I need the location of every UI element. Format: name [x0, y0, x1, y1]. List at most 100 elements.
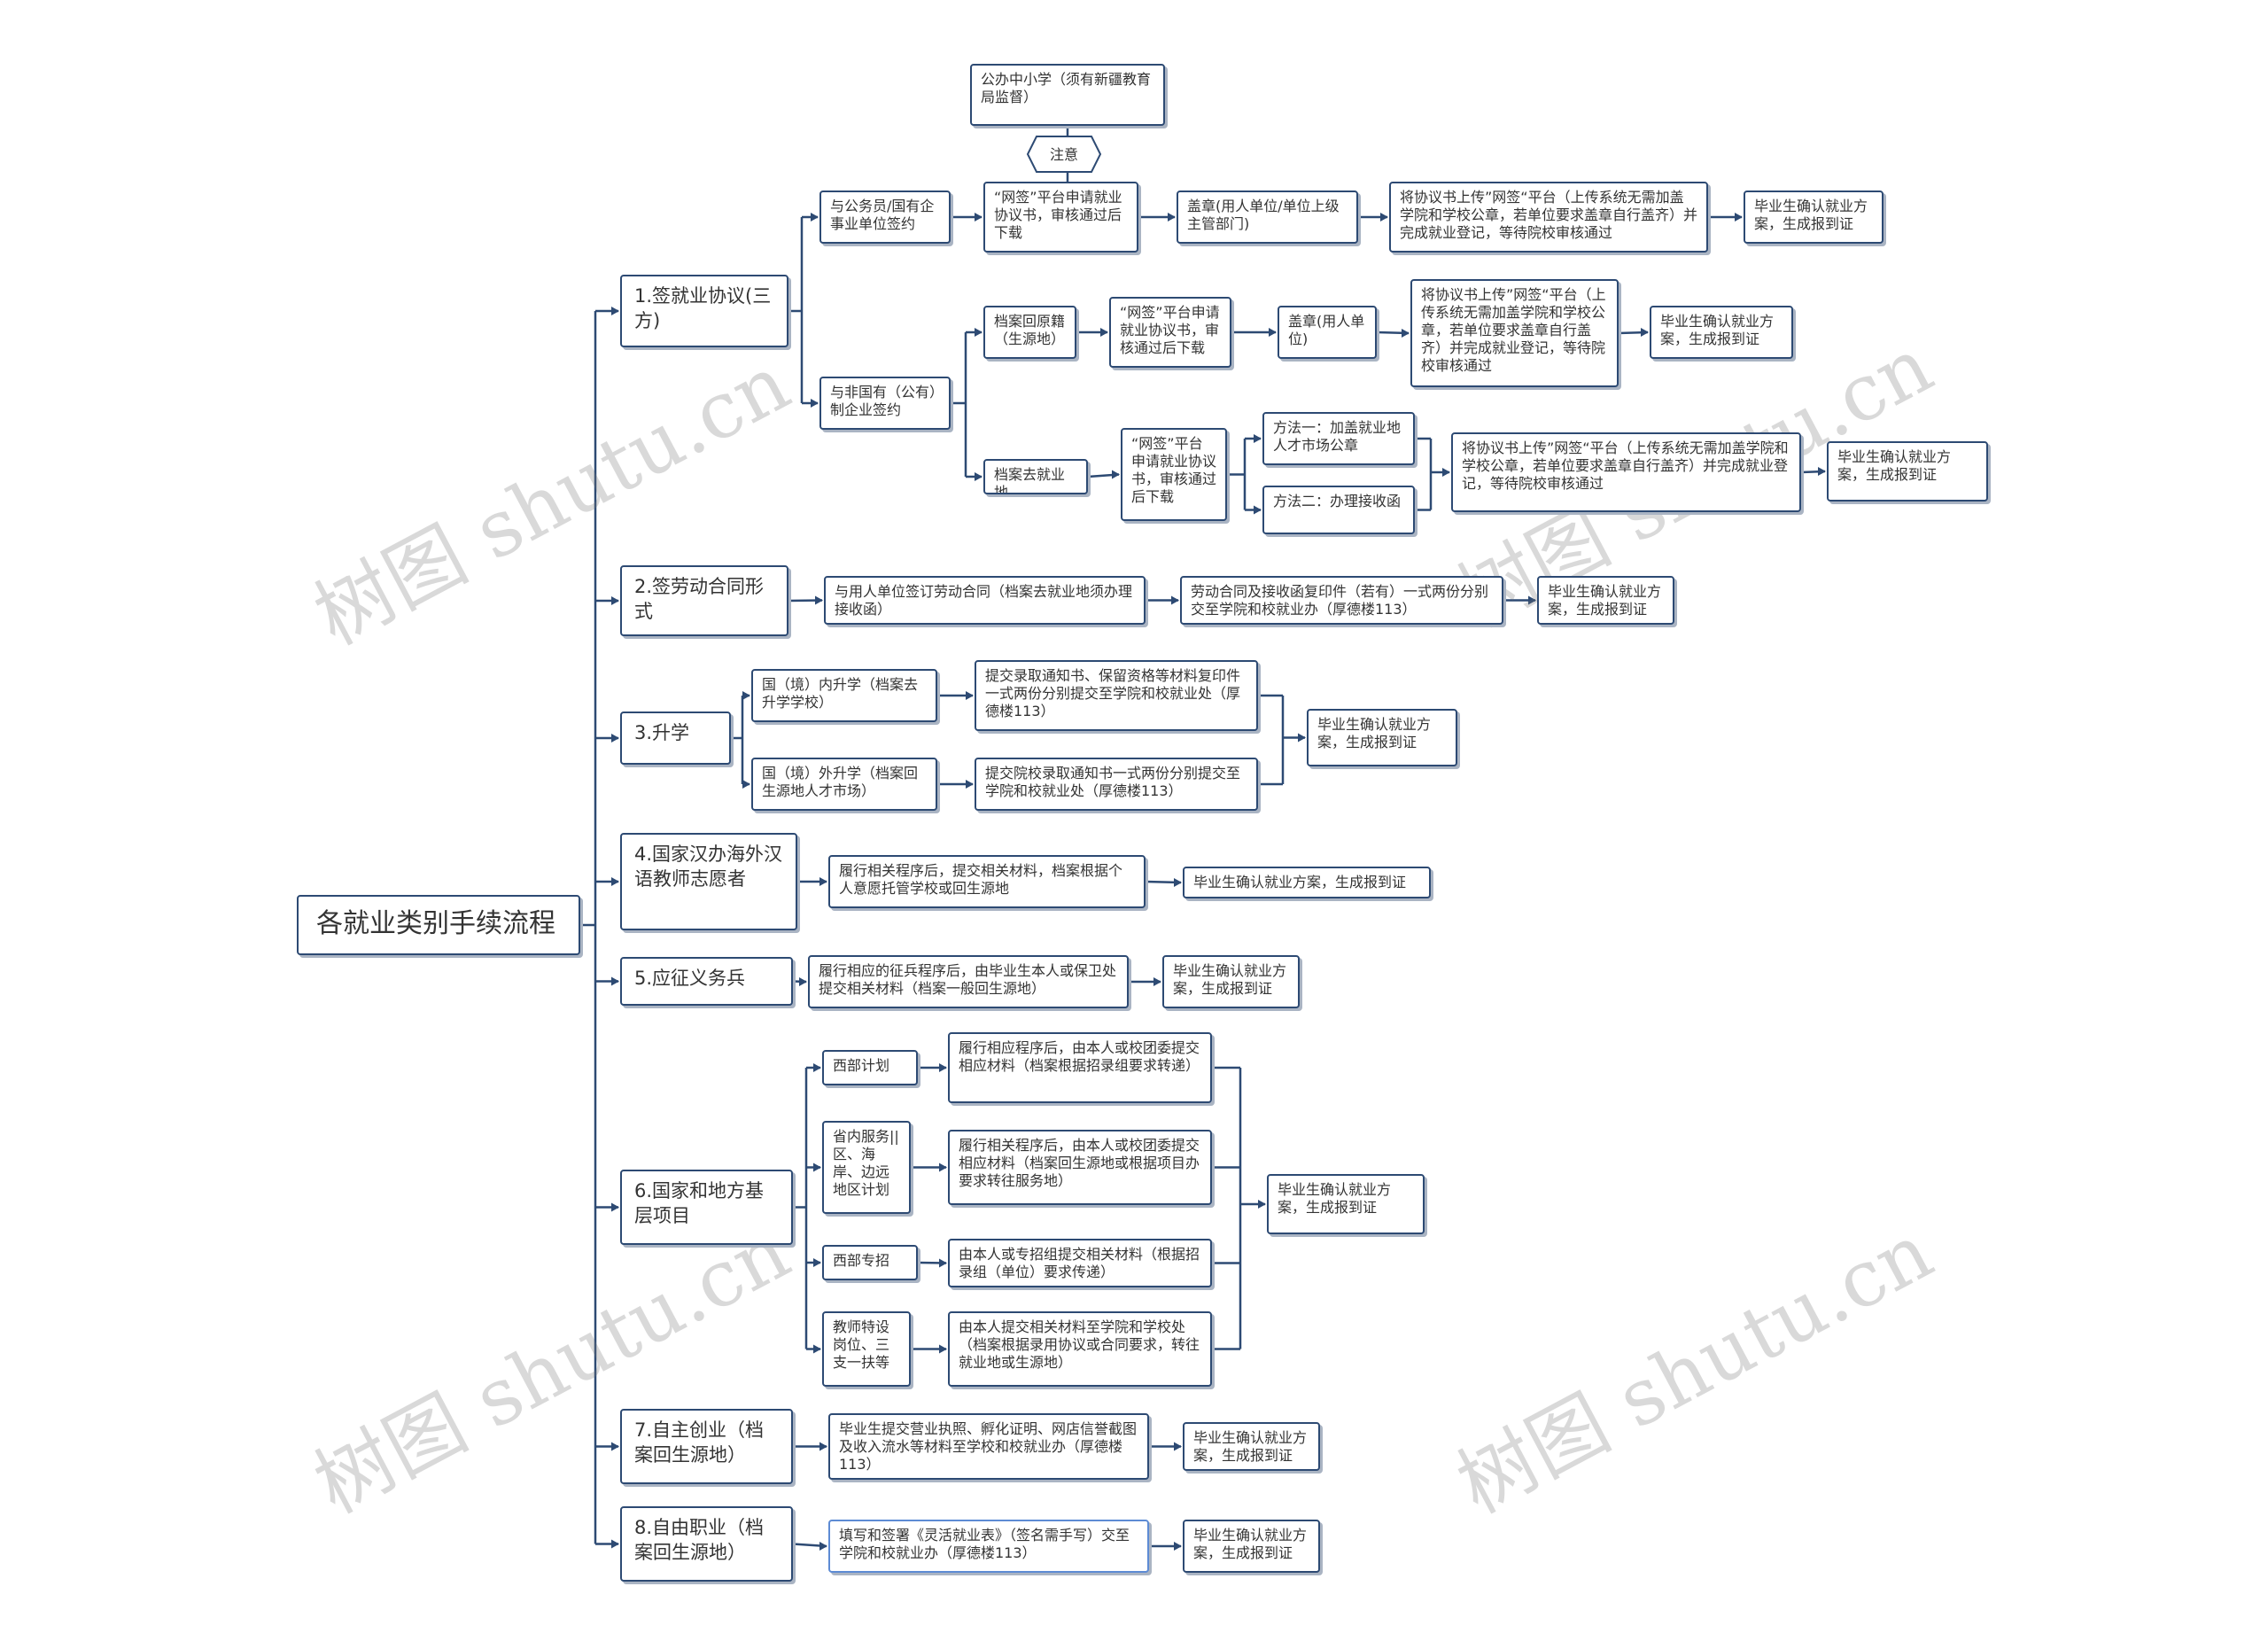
node-apply-agreement[interactable]: “网签”平台申请就业协议书，审核通过后下载 [1109, 297, 1231, 368]
arrow-head [1269, 328, 1277, 337]
node-submit-materials[interactable]: 由本人或专招组提交相关材料（根据招录组（单位）要求传递） [948, 1239, 1212, 1287]
node-confirm-plan[interactable]: 毕业生确认就业方案，生成报到证 [1267, 1174, 1425, 1234]
node-note-school[interactable]: 公办中小学（须有新疆教育局监督） [970, 64, 1165, 126]
node-confirm-plan[interactable]: 毕业生确认就业方案，生成报到证 [1744, 191, 1884, 244]
node-label: 毕业生提交营业执照、孵化证明、网店信誉截图及收入流水等材料至学校和校就业办（厚德… [839, 1420, 1138, 1473]
arrow-head [742, 691, 750, 700]
node-confirm-plan[interactable]: 毕业生确认就业方案，生成报到证 [1162, 955, 1300, 1008]
arrow-head [611, 877, 619, 886]
arrow-head [611, 1539, 619, 1549]
arrow-head [975, 328, 983, 337]
node-submit-materials[interactable]: 由本人提交相关材料至学院和学校处（档案根据录用协议或合同要求，转往就业地或生源地… [948, 1311, 1212, 1387]
arrow-head [815, 595, 823, 605]
note-tag-badge[interactable]: 注意 [1026, 135, 1102, 174]
arrow-head [1818, 467, 1826, 476]
node-submit-admission[interactable]: 提交院校录取通知书一式两份分别提交至学院和校就业处（厚德楼113） [975, 758, 1258, 811]
arrow-head [611, 307, 619, 315]
node-label: 履行相应程序后，由本人或校团委提交相应材料（档案根据招录组要求转递） [959, 1039, 1200, 1074]
arrow-head [813, 1163, 821, 1172]
arrow-head [611, 596, 619, 605]
branch-labor-contract[interactable]: 2.签劳动合同形式 [620, 565, 788, 636]
node-confirm-plan[interactable]: 毕业生确认就业方案，生成报到证 [1307, 709, 1457, 766]
arrow-head [1258, 1200, 1266, 1209]
node-provincial-plan[interactable]: 省内服务||区、海岸、边远地区计划 [822, 1121, 911, 1214]
node-label: 将协议书上传”网签“平台（上传系统无需加盖学院和学校公章，若单位要求盖章自行盖齐… [1400, 189, 1698, 241]
arrow-head [819, 877, 827, 886]
node-label: 提交院校录取通知书一式两份分别提交至学院和校就业处（厚德楼113） [985, 765, 1241, 799]
node-method-one[interactable]: 方法一：加盖就业地人才市场公章 [1262, 412, 1415, 465]
node-private-unit-sign[interactable]: 与非国有（公有）制企业签约 [819, 377, 951, 430]
root-label: 各就业类别手续流程 [316, 908, 555, 939]
arrow-head [611, 1442, 619, 1451]
arrow-head [1174, 878, 1182, 887]
node-confirm-plan[interactable]: 毕业生确认就业方案，生成报到证 [1183, 1520, 1320, 1573]
branch-freelance[interactable]: 8.自由职业（档案回生源地） [620, 1506, 793, 1582]
node-public-unit-sign[interactable]: 与公务员/国有企事业单位签约 [819, 191, 951, 244]
node-confirm-plan[interactable]: 毕业生确认就业方案，生成报到证 [1537, 576, 1674, 625]
node-submit-materials[interactable]: 履行相关程序后，由本人或校团委提交相应材料（档案回生源地或根据项目办要求转往服务… [948, 1130, 1212, 1205]
node-label: 盖章(用人单位/单位上级主管部门) [1187, 198, 1340, 232]
arrow-head [1641, 328, 1649, 337]
node-file-origin[interactable]: 档案回原籍（生源地） [983, 306, 1076, 359]
node-submit-materials[interactable]: 履行相应程序后，由本人或校团委提交相应材料（档案根据招录组要求转递） [948, 1032, 1212, 1103]
node-label: 国（境）内升学（档案去升学学校） [762, 676, 919, 711]
node-submit-contract[interactable]: 劳动合同及接收函复印件（若有）一式两份分别交至学院和校就业办（厚德楼113） [1180, 576, 1503, 625]
arrow-head [1174, 1442, 1182, 1451]
node-teacher-post[interactable]: 教师特设岗位、三支一扶等 [822, 1311, 911, 1387]
branch-label: 3.升学 [634, 722, 690, 743]
node-label: 与公务员/国有企事业单位签约 [830, 198, 935, 232]
node-apply-agreement[interactable]: “网签”平台申请就业协议书，审核通过后下载 [983, 182, 1138, 253]
root-node[interactable]: 各就业类别手续流程 [297, 895, 580, 955]
branch-further-study[interactable]: 3.升学 [620, 712, 731, 765]
node-label: 西部计划 [833, 1057, 890, 1074]
arrow-head [1735, 213, 1743, 222]
node-stamp-unit[interactable]: 盖章(用人单位/单位上级主管部门) [1177, 191, 1358, 244]
node-label: 毕业生确认就业方案，生成报到证 [1278, 1181, 1392, 1216]
branch-military-service[interactable]: 5.应征义务兵 [620, 957, 793, 1006]
node-enlistment[interactable]: 履行相应的征兵程序后，由毕业生本人或保卫处提交相关材料（档案一般回生源地） [808, 955, 1129, 1008]
node-confirm-plan[interactable]: 毕业生确认就业方案，生成报到证 [1827, 441, 1988, 502]
node-upload-agreement[interactable]: 将协议书上传”网签“平台（上传系统无需加盖学院和学校公章，若单位要求盖章自行盖齐… [1451, 432, 1801, 512]
arrow-head [966, 691, 974, 700]
arrow-head [1402, 329, 1410, 338]
arrow-head [1171, 595, 1179, 605]
node-stamp-unit[interactable]: 盖章(用人单位) [1278, 306, 1377, 359]
node-flexible-form[interactable]: 填写和签署《灵活就业表》（签名需手写）交至学院和校就业办（厚德楼113） [828, 1520, 1149, 1573]
branch-label: 8.自由职业（档案回生源地） [634, 1517, 765, 1563]
node-submit-admission[interactable]: 提交录取通知书、保留资格等材料复印件一式两份分别提交至学院和校就业处（厚德楼11… [975, 660, 1258, 731]
node-label: 毕业生确认就业方案，生成报到证 [1193, 1527, 1308, 1561]
node-western-recruit[interactable]: 西部专招 [822, 1245, 918, 1280]
node-sign-contract[interactable]: 与用人单位签订劳动合同（档案去就业地须办理接收函） [824, 576, 1146, 625]
node-label: 公办中小学（须有新疆教育局监督） [981, 71, 1152, 105]
branch-grassroots-projects[interactable]: 6.国家和地方基层项目 [620, 1170, 793, 1245]
node-label: 毕业生确认就业方案，生成报到证 [1317, 716, 1432, 750]
arrow-head [1298, 733, 1306, 743]
branch-label: 6.国家和地方基层项目 [634, 1180, 765, 1226]
arrow-head [1254, 434, 1262, 443]
node-domestic-study[interactable]: 国（境）内升学（档案去升学学校） [751, 669, 937, 722]
node-western-plan[interactable]: 西部计划 [822, 1050, 918, 1085]
branch-self-employment[interactable]: 7.自主创业（档案回生源地） [620, 1409, 793, 1484]
arrow-head [1442, 468, 1450, 477]
node-submit-materials[interactable]: 履行相关程序后，提交相关材料，档案根据个人意愿托管学校或回生源地 [828, 855, 1146, 908]
arrow-head [1254, 505, 1262, 515]
node-confirm-plan[interactable]: 毕业生确认就业方案，生成报到证 [1650, 306, 1793, 359]
node-label: 与非国有（公有）制企业签约 [830, 384, 937, 418]
node-label: 由本人提交相关材料至学院和学校处（档案根据录用协议或合同要求，转往就业地或生源地… [959, 1318, 1200, 1371]
node-upload-agreement[interactable]: 将协议书上传”网签“平台（上传系统无需加盖学院和学校公章，若单位要求盖章自行盖齐… [1410, 279, 1619, 387]
node-label: “网签”平台申请就业协议书，审核通过后下载 [994, 189, 1122, 241]
branch-label: 4.国家汉办海外汉语教师志愿者 [634, 844, 783, 890]
branch-sign-agreement[interactable]: 1.签就业协议(三方) [620, 275, 788, 347]
arrow-head [1380, 213, 1388, 222]
node-file-employment[interactable]: 档案去就业地 [983, 459, 1088, 494]
node-overseas-study[interactable]: 国（境）外升学（档案回生源地人才市场） [751, 758, 937, 811]
node-label: 劳动合同及接收函复印件（若有）一式两份分别交至学院和校就业办（厚德楼113） [1191, 583, 1489, 618]
node-submit-license[interactable]: 毕业生提交营业执照、孵化证明、网店信誉截图及收入流水等材料至学校和校就业办（厚德… [828, 1413, 1149, 1480]
node-confirm-plan[interactable]: 毕业生确认就业方案，生成报到证 [1183, 1422, 1320, 1471]
node-confirm-plan[interactable]: 毕业生确认就业方案，生成报到证 [1183, 867, 1431, 898]
node-apply-agreement[interactable]: “网签”平台申请就业协议书，审核通过后下载 [1121, 428, 1227, 521]
node-upload-agreement[interactable]: 将协议书上传”网签“平台（上传系统无需加盖学院和学校公章，若单位要求盖章自行盖齐… [1389, 182, 1708, 253]
branch-hanban-volunteer[interactable]: 4.国家汉办海外汉语教师志愿者 [620, 833, 797, 930]
node-method-two[interactable]: 方法二：办理接收函 [1262, 486, 1415, 534]
